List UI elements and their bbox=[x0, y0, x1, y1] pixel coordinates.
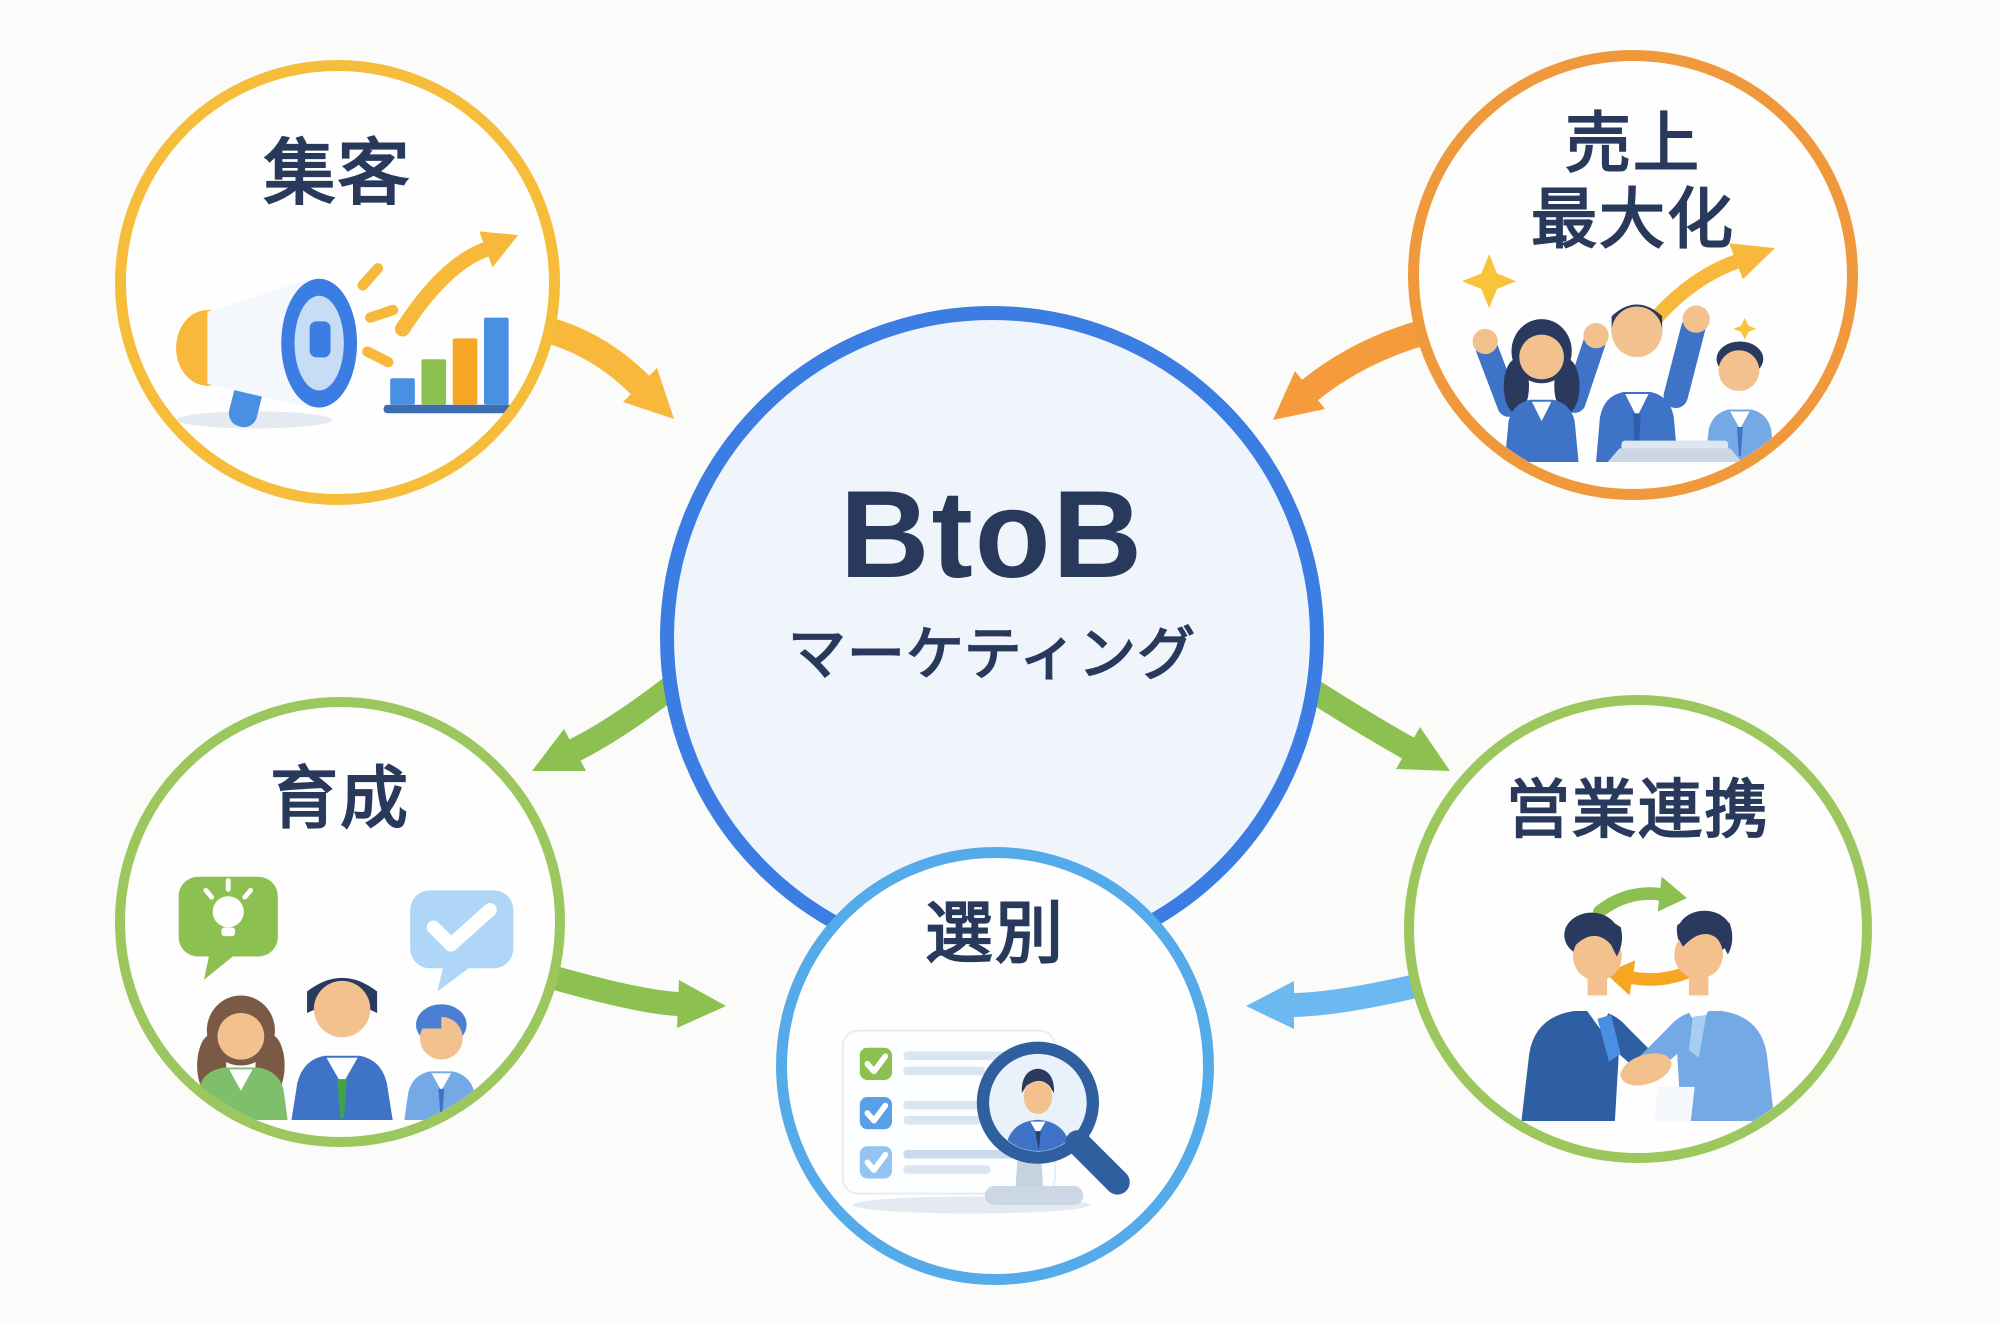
handshake-hands bbox=[1620, 1053, 1672, 1086]
node-sales-max-label-line2: 最大化 bbox=[1531, 182, 1735, 256]
arrow-center-to-sales-align bbox=[1303, 680, 1450, 771]
megaphone-icon bbox=[176, 277, 358, 428]
man-figure-center bbox=[291, 977, 393, 1120]
sound-waves-icon bbox=[357, 263, 399, 368]
node-nurture: 育成 bbox=[115, 697, 565, 1147]
node-nurture-label: 育成 bbox=[269, 761, 410, 837]
handshake-illustration bbox=[1521, 876, 1775, 1121]
magnifier-person-icon bbox=[976, 1041, 1130, 1205]
woman-figure bbox=[194, 995, 288, 1120]
team-celebration-illustration bbox=[1461, 243, 1775, 462]
node-sales-max: 売上 最大化 bbox=[1408, 50, 1858, 500]
laptop-icon bbox=[1607, 440, 1742, 462]
sparkle-icon bbox=[1461, 253, 1517, 309]
node-attract-label: 集客 bbox=[263, 134, 412, 214]
arrow-sales-align-to-select bbox=[1246, 973, 1432, 1029]
businessman-left bbox=[1521, 912, 1664, 1121]
node-sales-alignment-label: 営業連携 bbox=[1506, 774, 1770, 846]
checklist-magnifier-illustration bbox=[841, 1029, 1130, 1214]
arrow-center-to-nurture bbox=[532, 676, 682, 771]
center-title-ja: マーケティング bbox=[787, 622, 1197, 687]
megaphone-growth-chart-illustration bbox=[176, 231, 519, 429]
node-attract: 集客 bbox=[115, 60, 560, 505]
celebrating-woman bbox=[1472, 319, 1609, 462]
idea-bubble-icon bbox=[178, 876, 278, 980]
exchange-arrows-icon bbox=[1592, 876, 1704, 996]
businessman-right bbox=[1632, 910, 1775, 1121]
node-sales-max-label-line1: 売上 bbox=[1565, 106, 1701, 180]
growth-arrow-icon bbox=[394, 241, 494, 337]
arrow-sales-max-to-center bbox=[1273, 319, 1438, 420]
paper bbox=[1653, 1086, 1695, 1121]
check-bubble-icon bbox=[410, 890, 514, 992]
arrow-nurture-to-select bbox=[543, 966, 726, 1028]
people-speech-bubbles-illustration bbox=[178, 876, 514, 1120]
center-title: BtoB マーケティング bbox=[674, 320, 1310, 688]
young-man-figure bbox=[404, 1004, 479, 1120]
center-title-en: BtoB bbox=[839, 466, 1145, 604]
node-select-label: 選別 bbox=[924, 896, 1065, 972]
celebrating-man-center bbox=[1596, 304, 1710, 462]
node-sales-alignment: 営業連携 bbox=[1404, 695, 1872, 1163]
arrow-attract-to-center bbox=[535, 317, 674, 419]
node-select: 選別 bbox=[776, 847, 1214, 1285]
